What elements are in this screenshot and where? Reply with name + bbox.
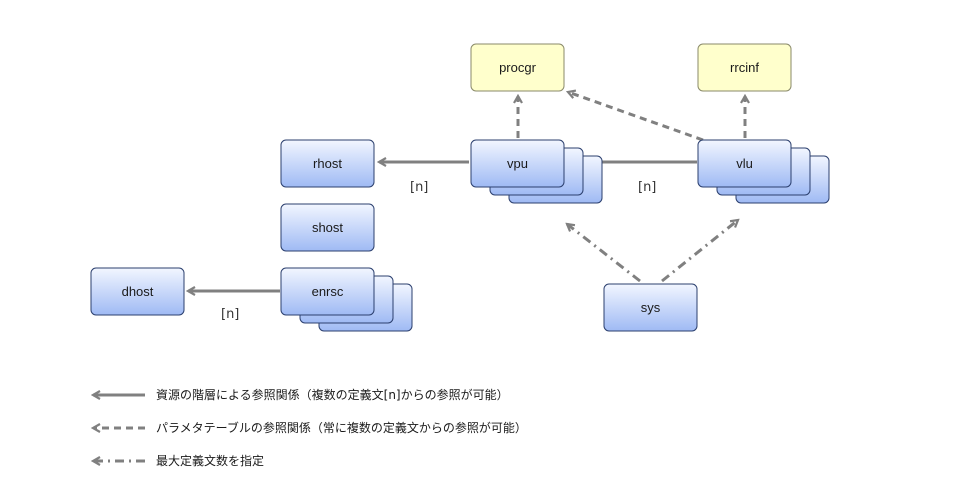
node-rrcinf-label: rrcinf: [730, 60, 759, 75]
connectors: [188, 92, 745, 291]
node-sys[interactable]: sys: [603, 283, 698, 332]
node-vlu[interactable]: [697, 139, 792, 188]
legend-dashdot-label: 最大定義文数を指定: [156, 453, 264, 468]
node-vpu-label: vpu: [507, 156, 528, 171]
node-procgr[interactable]: procgr: [470, 43, 565, 92]
node-vlu-stack[interactable]: vlu: [697, 139, 830, 204]
arrow-vlu-to-procgr: [568, 92, 704, 142]
multiplicity-vlu-vpu: [n]: [638, 180, 656, 195]
arrow-sys-to-vlu: [661, 220, 738, 283]
node-enrsc[interactable]: [280, 267, 375, 316]
node-dhost-label: dhost: [122, 284, 154, 299]
legend-solid-label: 資源の階層による参照関係（複数の定義文[n]からの参照が可能）: [156, 387, 509, 402]
legend: 資源の階層による参照関係（複数の定義文[n]からの参照が可能） パラメタテーブル…: [93, 387, 527, 468]
multiplicity-vpu-rhost: [n]: [410, 180, 428, 195]
node-rhost[interactable]: rhost: [280, 139, 375, 188]
node-vlu-label: vlu: [736, 156, 753, 171]
multiplicity-enrsc-dhost: [n]: [221, 307, 239, 322]
node-shost[interactable]: shost: [280, 203, 375, 252]
node-sys-label: sys: [641, 300, 661, 315]
node-vpu-stack[interactable]: vpu: [470, 139, 603, 204]
node-rrcinf[interactable]: rrcinf: [697, 43, 792, 92]
legend-dashed-label: パラメタテーブルの参照関係（常に複数の定義文からの参照が可能）: [156, 420, 527, 435]
node-enrsc-label: enrsc: [312, 284, 344, 299]
node-procgr-label: procgr: [499, 60, 537, 75]
arrow-sys-to-vpu: [567, 224, 641, 283]
node-enrsc-stack[interactable]: enrsc: [280, 267, 413, 332]
node-shost-label: shost: [312, 220, 343, 235]
node-vpu[interactable]: [470, 139, 565, 188]
node-dhost[interactable]: dhost: [90, 267, 185, 316]
node-rhost-label: rhost: [313, 156, 342, 171]
